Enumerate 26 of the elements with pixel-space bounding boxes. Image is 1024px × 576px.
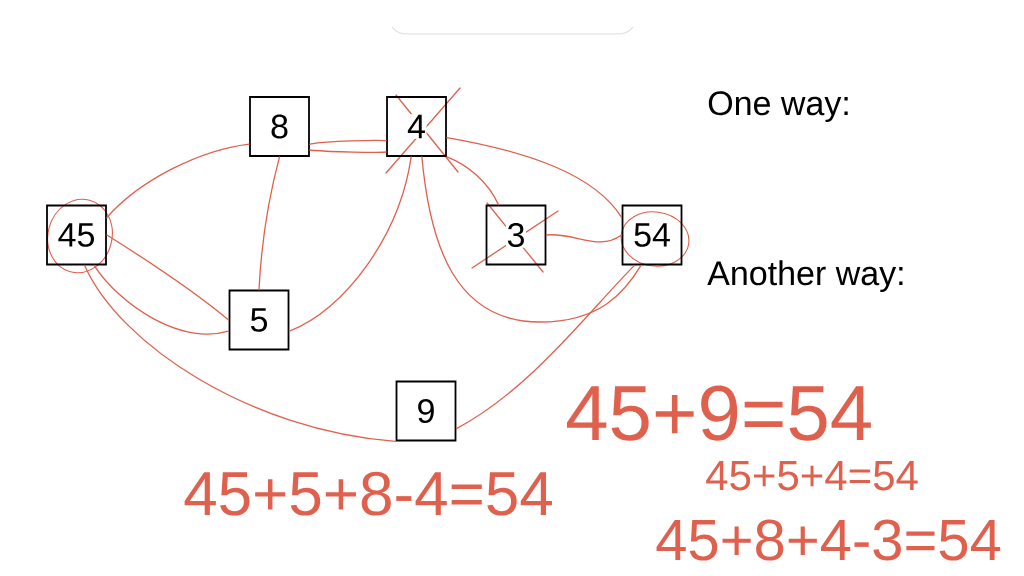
drawn-path <box>446 156 500 206</box>
prompt-text: One way: <box>708 91 848 123</box>
drawn-path <box>309 149 387 154</box>
drawn-path <box>106 143 250 219</box>
number-box: 54 <box>621 204 683 266</box>
handwritten-equation: 45+5+8-4=54 <box>184 471 552 516</box>
drawn-path <box>84 264 397 443</box>
number-box: 5 <box>228 289 290 351</box>
number-box: 45 <box>46 204 107 266</box>
drawn-path <box>545 234 623 243</box>
drawn-path <box>421 156 642 323</box>
handwritten-equation: 45+8+4-3=54 <box>656 519 1001 561</box>
drawn-path <box>258 156 281 291</box>
drawn-path <box>446 136 623 219</box>
prompt-text: Another way: <box>707 260 903 293</box>
number-box: 9 <box>395 380 457 442</box>
drawn-path <box>455 264 636 430</box>
number-box: 4 <box>386 96 447 157</box>
drawn-path <box>93 264 230 335</box>
number-box: 3 <box>485 204 547 266</box>
drawn-path <box>309 139 387 145</box>
handwritten-equation: 45+5+4=54 <box>706 461 918 491</box>
handwritten-equation: 45+9=54 <box>567 385 871 441</box>
drawn-path <box>288 156 412 332</box>
number-box: 8 <box>249 96 310 157</box>
drawn-path <box>106 234 230 321</box>
